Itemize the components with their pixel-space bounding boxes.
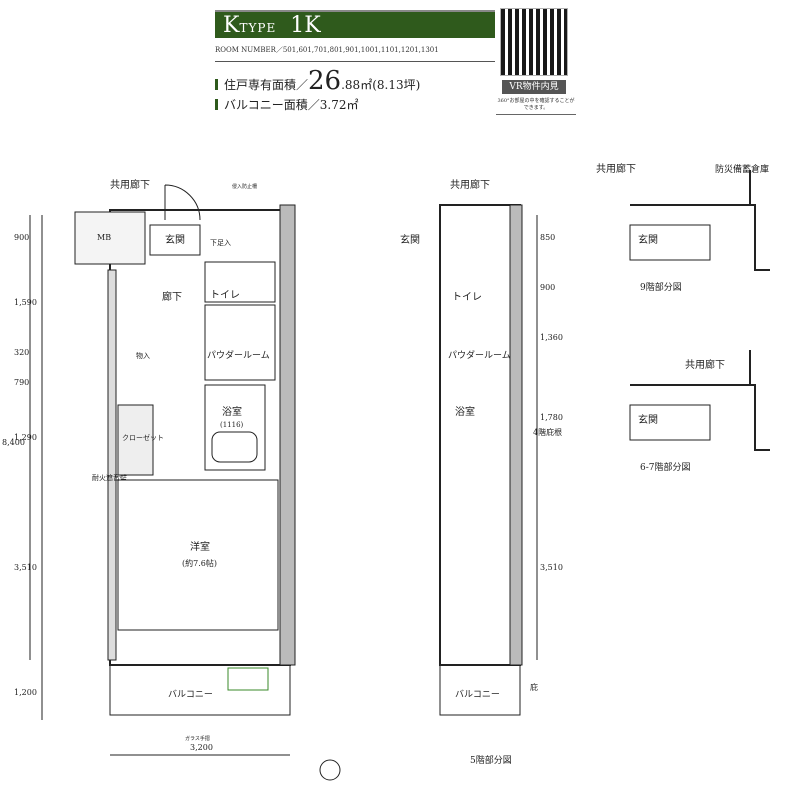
label-bath-5f: 浴室: [455, 405, 475, 418]
label-disaster-storage: 防災備蓄倉庫: [715, 163, 769, 175]
label-balcony-5f: バルコニー: [455, 689, 500, 700]
room-numbers: ROOM NUMBER／501,601,701,801,901,1001,110…: [215, 45, 495, 62]
caption-floor9: 9階部分図: [640, 281, 682, 293]
dim-left: 1,590: [14, 298, 37, 307]
label-toilet-5f: トイレ: [452, 292, 482, 303]
dim-left: 790: [14, 378, 29, 387]
label-entrance-67f: 玄関: [638, 413, 658, 426]
label-western-room-size: (約7.6帖): [182, 558, 217, 568]
label-hall: 廊下: [162, 290, 182, 303]
dim-right: 900: [540, 283, 555, 292]
label-mb: MB: [97, 233, 111, 242]
label-corridor-9f: 共用廊下: [596, 162, 636, 175]
label-bath-size: (1116): [220, 421, 244, 429]
label-fire-wall: 耐火遮音壁: [92, 473, 127, 482]
floor67-partial: [630, 350, 770, 451]
label-eaves: 庇: [530, 682, 538, 692]
caption-floor67: 6-7階部分図: [640, 461, 691, 473]
label-glass-rail: ガラス手摺: [185, 735, 210, 742]
powder-room: [204, 304, 276, 381]
dim-right: 850: [540, 233, 555, 242]
entrance: [149, 224, 201, 256]
balcony: [109, 664, 291, 716]
label-powder-5f: パウダールーム: [448, 349, 511, 361]
label-western-room: 洋室: [190, 540, 210, 553]
ac-unit: [227, 667, 269, 691]
label-roof-4f: 4階庇根: [533, 427, 562, 437]
dim-right: 1,360: [540, 333, 563, 342]
dim-right: 1,780: [540, 413, 563, 422]
private-area-value: 26: [308, 66, 342, 96]
dim-bottom: 3,200: [190, 743, 213, 752]
dim-total: 8,400: [2, 438, 25, 447]
dim-left: 3,510: [14, 563, 37, 572]
mb-box: [74, 211, 146, 265]
layout-label: 1K: [290, 13, 321, 38]
type-suffix: TYPE: [239, 21, 277, 35]
floor5-outline: [439, 204, 521, 666]
vr-note: 360°お部屋の中を確認することができます。: [496, 97, 576, 115]
private-area: 住戸専有面積／26.88㎡(8.13坪): [215, 66, 420, 96]
closet: [117, 404, 154, 476]
dim-left: 1,290: [14, 433, 37, 442]
dim-left: 900: [14, 233, 29, 242]
type-banner: KTYPE 1K: [215, 10, 495, 38]
floor9-partial: [630, 170, 770, 271]
dim-left: 1,200: [14, 688, 37, 697]
label-bath: 浴室: [222, 405, 242, 418]
label-corridor-67f: 共用廊下: [685, 358, 725, 371]
vr-button[interactable]: VR物件内見: [502, 80, 566, 94]
label-intrusion-guard: 侵入防止柵: [232, 183, 257, 190]
bathtub: [211, 431, 258, 463]
label-balcony: バルコニー: [168, 689, 213, 700]
qr-code[interactable]: [500, 8, 568, 76]
door-swing: [164, 184, 201, 221]
label-corridor: 共用廊下: [110, 178, 150, 191]
label-powder-room: パウダールーム: [207, 349, 270, 361]
fire-wall: [107, 269, 117, 661]
balcony-area: バルコニー面積／3.72㎡: [215, 96, 358, 113]
label-closet: クローゼット: [122, 433, 164, 442]
western-room: [117, 479, 279, 631]
label-corridor-5f: 共用廊下: [450, 178, 490, 191]
label-shoe-box: 下足入: [210, 239, 231, 247]
balcony-area-label: バルコニー面積／3.72㎡: [224, 98, 359, 112]
dim-left: 320: [14, 348, 29, 357]
bathroom: [204, 384, 266, 471]
north-arrow-icon: [319, 759, 341, 781]
private-area-rest: .88㎡(8.13坪): [341, 78, 421, 92]
dim-right: 3,510: [540, 563, 563, 572]
label-storage: 物入: [136, 351, 150, 360]
label-entrance: 玄関: [165, 233, 185, 246]
label-toilet: トイレ: [210, 290, 240, 301]
label-entrance-5f: 玄関: [400, 233, 420, 246]
toilet-room: [204, 261, 276, 303]
caption-floor5: 5階部分図: [470, 754, 512, 766]
type-letter: K: [223, 13, 240, 38]
label-entrance-9f: 玄関: [638, 233, 658, 246]
private-area-label: 住戸専有面積／: [224, 78, 309, 92]
wall: [279, 204, 296, 666]
